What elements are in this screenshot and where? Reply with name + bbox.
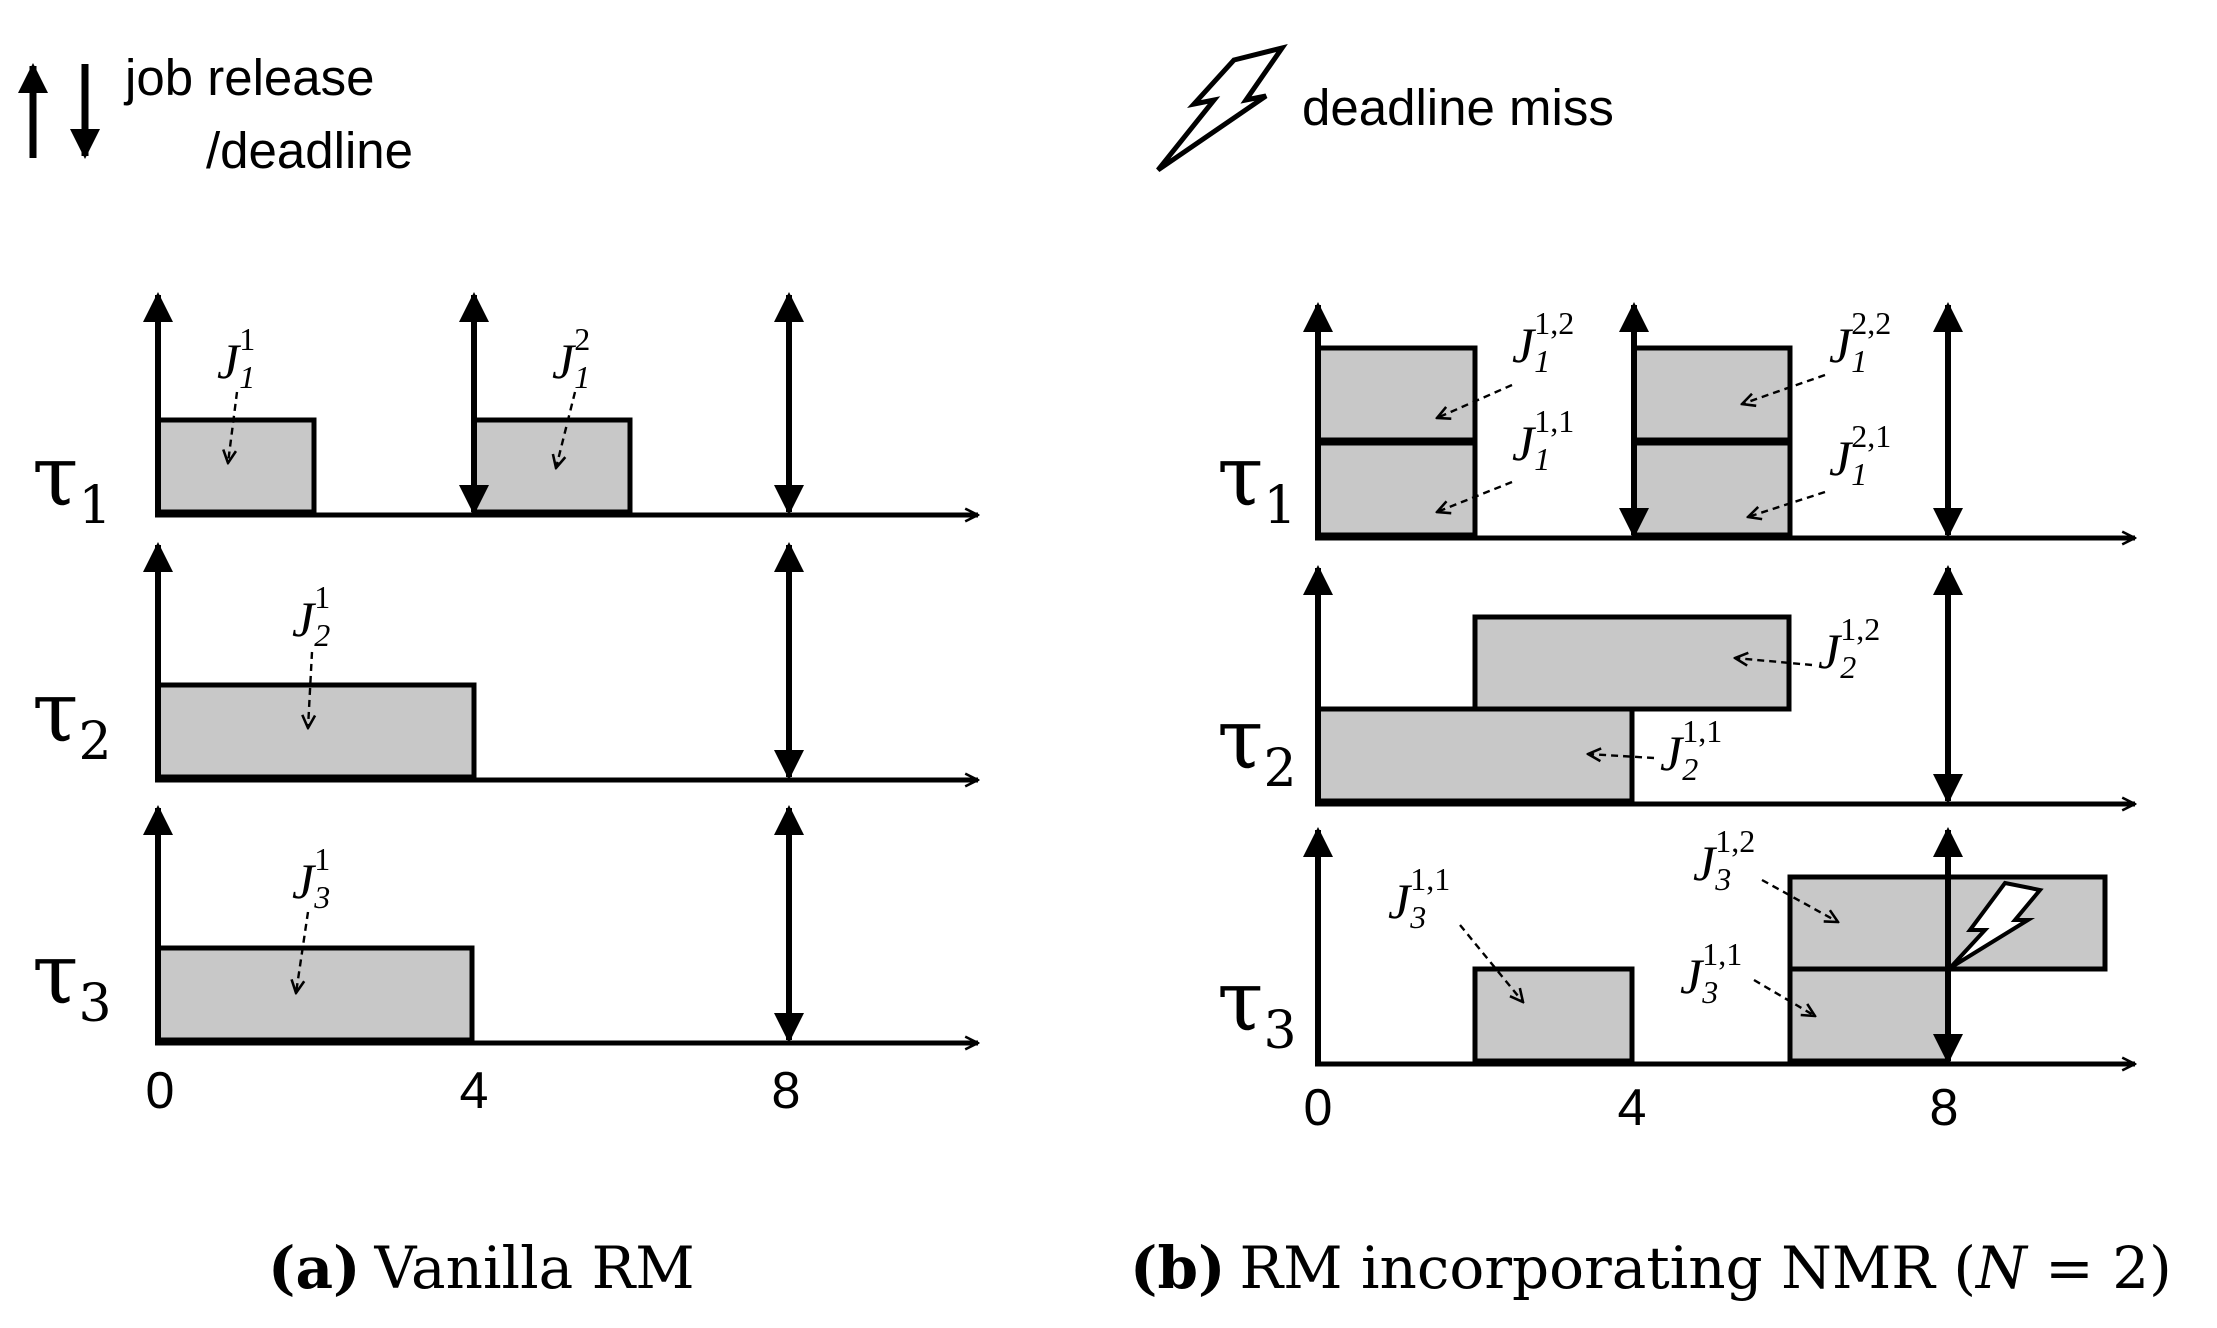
- panel-a-vanilla-rm: τ1 J11 J12 τ2 J21 τ3: [32, 292, 978, 1302]
- job-pointer-arrow: [1437, 480, 1513, 512]
- job-bar-j1-2: [471, 417, 633, 515]
- caption-panel-a: (a)Vanilla RM: [268, 1234, 695, 1302]
- task-label-tau3: τ3: [1217, 952, 1297, 1061]
- job-label-j1-11: J11,1: [1512, 403, 1574, 477]
- task-label-tau2: τ2: [1217, 690, 1297, 799]
- job-label-j2-11: J21,1: [1660, 713, 1722, 787]
- job-pointer-arrow: [296, 911, 310, 993]
- tick-label-0: 0: [146, 1062, 175, 1120]
- job-bar-j1-1: [155, 417, 317, 515]
- task-label-tau3: τ3: [32, 925, 112, 1034]
- job-bar-j3-11-first: [1472, 966, 1635, 1064]
- tick-label-0: 0: [1304, 1079, 1333, 1137]
- panel-b-row-tau2: τ2 J21,2 J21,1: [1217, 565, 2135, 804]
- job-label-j1-12: J11,2: [1512, 305, 1574, 379]
- job-label-j1-21: J12,1: [1829, 418, 1891, 492]
- job-pointer-arrow: [1735, 658, 1813, 665]
- tick-label-4: 4: [1618, 1079, 1647, 1137]
- job-label-j3-1: J31: [292, 841, 330, 915]
- legend-deadline-miss-label: deadline miss: [1302, 79, 1614, 136]
- job-label-j2-12: J21,2: [1818, 611, 1880, 685]
- job-bar-j3-1: [155, 945, 475, 1043]
- panel-b-rm-nmr: τ1 J11,2 J11,1 J12,2 J12,1 τ2: [1130, 302, 2172, 1302]
- job-bar-j3-11-second: [1787, 966, 1951, 1064]
- job-bar-j1-11: [1315, 440, 1478, 538]
- job-pointer-arrow: [1437, 383, 1513, 418]
- job-pointer-arrow: [1742, 373, 1826, 404]
- job-pointer-arrow: [556, 391, 577, 468]
- tick-label-4: 4: [460, 1062, 489, 1120]
- panel-a-row-tau2: τ2 J21: [32, 542, 978, 780]
- caption-panel-b: (b)RM incorporating NMR (N = 2): [1130, 1234, 2172, 1302]
- tick-label-8: 8: [1930, 1079, 1959, 1137]
- job-bar-j1-12: [1315, 345, 1478, 443]
- legend-release-label: job release: [123, 49, 375, 106]
- job-bar-j2-11: [1315, 706, 1635, 804]
- job-bar-j2-12: [1472, 614, 1792, 712]
- legend-deadline-label: /deadline: [206, 122, 413, 179]
- job-bar-j1-21: [1631, 440, 1793, 538]
- panel-b-row-tau1: τ1 J11,2 J11,1 J12,2 J12,1: [1217, 302, 2135, 538]
- panel-a-row-tau3: τ3 J31: [32, 805, 978, 1043]
- panel-a-row-tau1: τ1 J11 J12: [32, 292, 978, 536]
- job-pointer-arrow: [1748, 490, 1826, 517]
- panel-b-row-tau3: τ3 J31,1 J31,2 J31,1: [1217, 823, 2135, 1064]
- task-label-tau2: τ2: [32, 663, 112, 772]
- task-label-tau1: τ1: [32, 427, 112, 536]
- job-pointer-arrow: [1459, 924, 1523, 1002]
- job-label-j3-12: J31,2: [1693, 823, 1755, 897]
- deadline-miss-icon: [1948, 880, 2044, 970]
- job-label-j1-22: J12,2: [1829, 305, 1891, 379]
- legend: job release /deadline deadline miss: [18, 43, 1614, 179]
- job-bar-j1-22: [1631, 345, 1793, 443]
- lightning-bolt-icon: [1156, 43, 1288, 173]
- job-bar-j2-1: [155, 682, 477, 780]
- job-pointer-arrow: [1761, 878, 1838, 922]
- tick-label-8: 8: [772, 1062, 801, 1120]
- job-label-j1-1: J11: [217, 321, 255, 395]
- job-label-j3-11-first: J31,1: [1388, 861, 1450, 935]
- release-deadline-arrows-icon: [18, 63, 100, 159]
- job-label-j3-11-second: J31,1: [1680, 936, 1742, 1010]
- job-label-j1-2: J12: [552, 321, 590, 395]
- task-label-tau1: τ1: [1217, 427, 1297, 536]
- job-pointer-arrow: [308, 651, 312, 728]
- job-label-j2-1: J21: [292, 579, 330, 653]
